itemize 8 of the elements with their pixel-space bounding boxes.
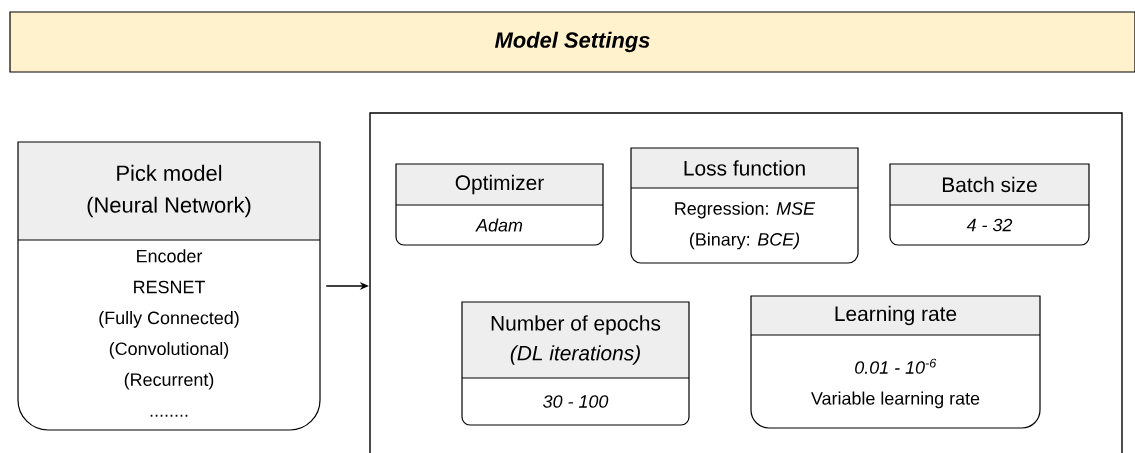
- setting-card: Number of epochs (DL iterations) 30 - 100: [461, 301, 690, 426]
- settings-panel: [369, 112, 1123, 453]
- setting-card: Learning rate 0.01 - 10$^{-6}$ Variable learning rate: [750, 295, 1041, 429]
- model-card: Pick model (Neural Network) Encoder RESNET (Fully Connected) (Convolutional) (Recurrent) ........: [17, 141, 321, 431]
- setting-card: Loss function Regression: MSE (Binary: BCE): [630, 147, 859, 264]
- setting-card: Batch size 4 - 32: [889, 163, 1090, 246]
- title-banner: Model Settings: [9, 11, 1135, 73]
- setting-card: Optimizer Adam: [395, 163, 604, 246]
